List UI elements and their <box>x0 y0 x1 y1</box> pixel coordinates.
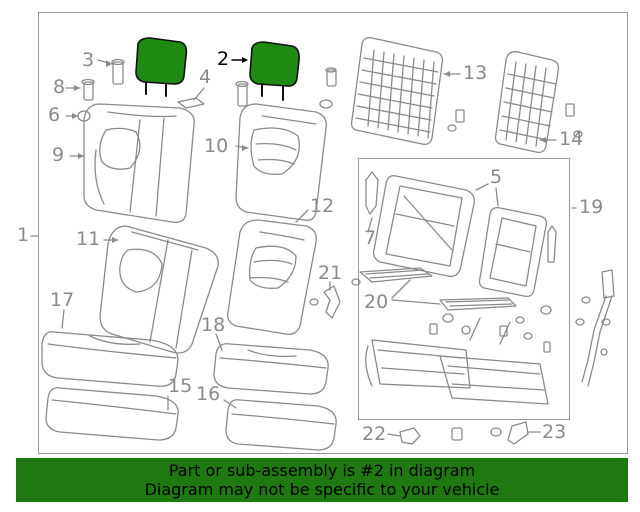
callout-6: 6 <box>48 104 61 126</box>
washer-part <box>490 427 502 437</box>
seat-cushion-15[interactable] <box>45 387 179 441</box>
callout-1: 1 <box>17 224 30 246</box>
seat-rail[interactable] <box>575 269 615 387</box>
seat-frame-5b[interactable] <box>478 206 548 298</box>
cap-part-22 <box>399 427 421 445</box>
clip-part-5 <box>309 298 319 306</box>
bracket-part <box>177 97 205 109</box>
plate-part-23 <box>507 421 529 445</box>
seat-frame-subassembly-box <box>358 158 570 420</box>
callout-14: 14 <box>559 128 584 150</box>
callout-23: 23 <box>542 421 567 443</box>
footer-line-2: Diagram may not be specific to your vehi… <box>144 480 500 499</box>
headrest-guide-pins <box>81 58 337 107</box>
callout-17: 17 <box>50 289 75 311</box>
footer-line-1: Part or sub-assembly is #2 in diagram <box>168 461 476 480</box>
callout-12: 12 <box>310 195 335 217</box>
callout-22: 22 <box>362 423 387 445</box>
callout-21: 21 <box>318 262 343 284</box>
callout-16: 16 <box>196 383 221 405</box>
leader-lines <box>30 59 577 437</box>
callout-19: 19 <box>579 196 604 218</box>
callout-7: 7 <box>364 227 377 249</box>
grommet-part-2 <box>319 99 333 109</box>
diagram-frame <box>38 12 628 454</box>
seatback-right-12[interactable] <box>227 219 317 335</box>
callout-15: 15 <box>168 375 193 397</box>
callout-11: 11 <box>76 228 101 250</box>
seat-frame-5[interactable] <box>372 175 475 278</box>
callout-18: 18 <box>201 314 226 336</box>
subframe-hardware <box>351 225 557 353</box>
callout-5: 5 <box>490 166 503 188</box>
seat-cushion-18[interactable] <box>213 343 329 395</box>
leader-arrowheads <box>72 57 546 243</box>
seat-cushion-16[interactable] <box>225 399 337 451</box>
seat-mat-20[interactable] <box>359 267 517 311</box>
seatback-cushion-11[interactable] <box>99 225 219 354</box>
clip-part-3 <box>447 124 457 132</box>
hook-part-21 <box>323 285 341 319</box>
seatback-frame-13[interactable] <box>350 36 444 146</box>
seatback-frame-14[interactable] <box>494 51 560 154</box>
callout-8: 8 <box>53 76 66 98</box>
callout-2[interactable]: 2 <box>217 48 230 70</box>
headrest-left[interactable] <box>135 37 188 97</box>
clip-part <box>455 109 465 123</box>
lever-part-7 <box>365 171 379 215</box>
callout-13: 13 <box>463 62 488 84</box>
seat-cushion-17[interactable] <box>41 331 179 387</box>
callout-4: 4 <box>199 66 212 88</box>
clip-part-2 <box>565 103 575 117</box>
callout-9: 9 <box>52 144 65 166</box>
bolt-part <box>451 427 463 441</box>
clip-part-4 <box>573 130 583 138</box>
callout-3: 3 <box>82 49 95 71</box>
callout-10: 10 <box>204 135 229 157</box>
seatback-right-10[interactable] <box>235 103 327 221</box>
seat-base-frame[interactable] <box>365 317 549 405</box>
seatback-left-9[interactable] <box>83 103 195 223</box>
footer-banner: Part or sub-assembly is #2 in diagram Di… <box>16 458 628 502</box>
callout-20: 20 <box>364 291 389 313</box>
headrest-right[interactable] <box>249 41 300 101</box>
